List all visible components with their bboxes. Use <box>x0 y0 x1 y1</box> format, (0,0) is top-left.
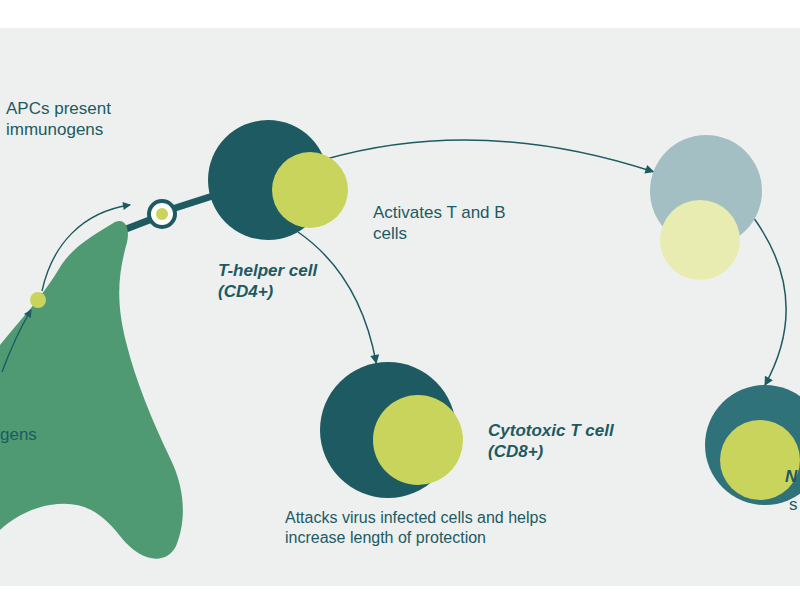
activation-arrow <box>755 219 787 385</box>
cell-label: Cytotoxic T cell (CD8+) <box>488 420 638 463</box>
cell-description: s <box>789 494 800 515</box>
nucleus <box>720 420 800 500</box>
presented-antigen <box>149 201 175 227</box>
apc-outline <box>0 200 190 570</box>
nucleus <box>272 152 348 228</box>
activation-arrow <box>324 140 653 172</box>
nucleus <box>660 200 740 280</box>
cell-description: Attacks virus infected cells and helps i… <box>285 508 575 548</box>
immune-cell: Cytotoxic T cell (CD8+)Attacks virus inf… <box>320 362 456 498</box>
cell-label: gens <box>0 424 60 445</box>
antigen-core <box>156 208 168 220</box>
apc-cell: gens <box>0 200 190 570</box>
immune-cell <box>650 135 762 247</box>
note-label: Activates T and B cells <box>373 202 513 245</box>
cell-label: T-helper cell (CD4+) <box>218 260 343 303</box>
note-label: APCs present immunogens <box>6 98 146 141</box>
immune-cell: T-helper cell (CD4+) <box>208 120 328 240</box>
activation-arrow <box>298 232 376 363</box>
nucleus <box>373 395 463 485</box>
cell-label: N <box>785 466 799 487</box>
